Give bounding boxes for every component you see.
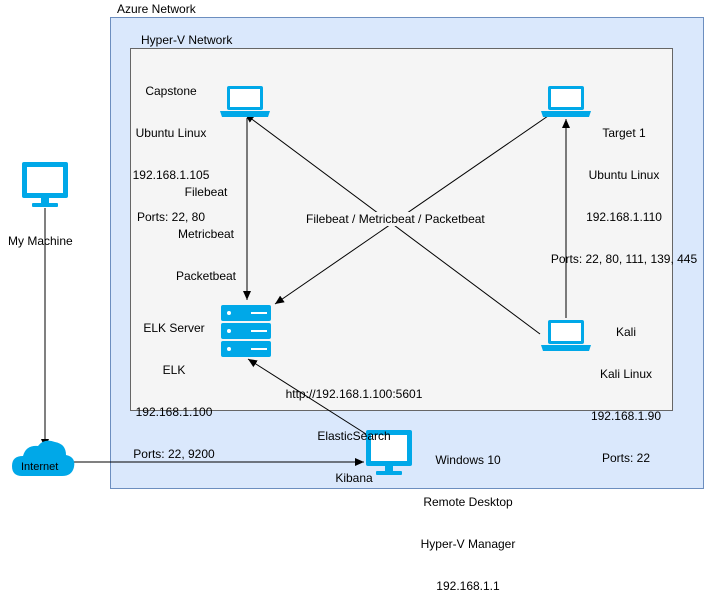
capstone-ip: 192.168.1.105: [132, 168, 210, 182]
target1-label: Target 1 Ubuntu Linux 192.168.1.110 Port…: [549, 98, 699, 280]
kali-ports: Ports: 22: [601, 451, 651, 465]
capstone-ports: Ports: 22, 80: [136, 210, 206, 224]
my-machine-monitor-icon: [22, 162, 68, 207]
target1-os: Ubuntu Linux: [588, 168, 660, 182]
hyperv-network-label: Hyper-V Network: [141, 33, 233, 47]
beats-diagonal-label: Filebeat / Metricbeat / Packetbeat: [306, 212, 485, 226]
windows-to-elk-arrow: [247, 358, 367, 435]
target1-laptop-icon: [541, 86, 591, 117]
packetbeat-text: Packetbeat: [175, 269, 237, 283]
capstone-label: Capstone Ubuntu Linux 192.168.1.105 Port…: [131, 56, 211, 238]
kibana-url: http://192.168.1.100:5601: [285, 387, 423, 401]
windows-ip: 192.168.1.1: [436, 579, 500, 593]
capstone-laptop-icon: [220, 86, 270, 117]
windows-label: Windows 10 Remote Desktop Hyper-V Manage…: [413, 425, 523, 607]
network-diagram-canvas: [12, 86, 591, 476]
target1-ip: 192.168.1.110: [586, 210, 662, 224]
my-machine-label: My Machine: [8, 234, 73, 248]
capstone-os: Ubuntu Linux: [135, 126, 207, 140]
internet-label: Internet: [21, 461, 59, 473]
elk-ip: 192.168.1.100: [135, 405, 213, 419]
elk-label: ELK Server ELK 192.168.1.100 Ports: 22, …: [131, 293, 217, 475]
kibana-link-label: http://192.168.1.100:5601 ElasticSearch …: [279, 359, 429, 499]
windows-hyperv: Hyper-V Manager: [420, 537, 516, 551]
filebeat-text: Filebeat: [184, 185, 228, 199]
elk-os: ELK: [162, 363, 186, 377]
target1-ports: Ports: 22, 80, 111, 139, 445: [550, 252, 698, 266]
kali-laptop-icon: [541, 320, 591, 351]
metricbeat-text: Metricbeat: [177, 227, 235, 241]
kali-label: Kali Kali Linux 192.168.1.90 Ports: 22: [588, 297, 664, 479]
kali-os: Kali Linux: [599, 367, 653, 381]
azure-network-label: Azure Network: [117, 2, 196, 16]
kali-ip: 192.168.1.90: [590, 409, 662, 423]
target1-to-elk-arrow: [274, 115, 549, 305]
target1-name: Target 1: [602, 126, 646, 140]
windows-rdp: Remote Desktop: [423, 495, 513, 509]
internet-cloud-icon: [12, 440, 75, 476]
capstone-name: Capstone: [145, 84, 197, 98]
elk-ports: Ports: 22, 9200: [133, 447, 215, 461]
beats-vertical-label: Filebeat Metricbeat Packetbeat: [168, 157, 244, 297]
elk-server-icon: [221, 305, 271, 357]
elasticsearch-text: ElasticSearch: [317, 429, 391, 443]
kali-name: Kali: [615, 325, 636, 339]
kibana-text: Kibana: [335, 471, 373, 485]
windows-monitor-icon: [366, 430, 412, 475]
windows-name: Windows 10: [435, 453, 501, 467]
elk-name: ELK Server: [143, 321, 205, 335]
